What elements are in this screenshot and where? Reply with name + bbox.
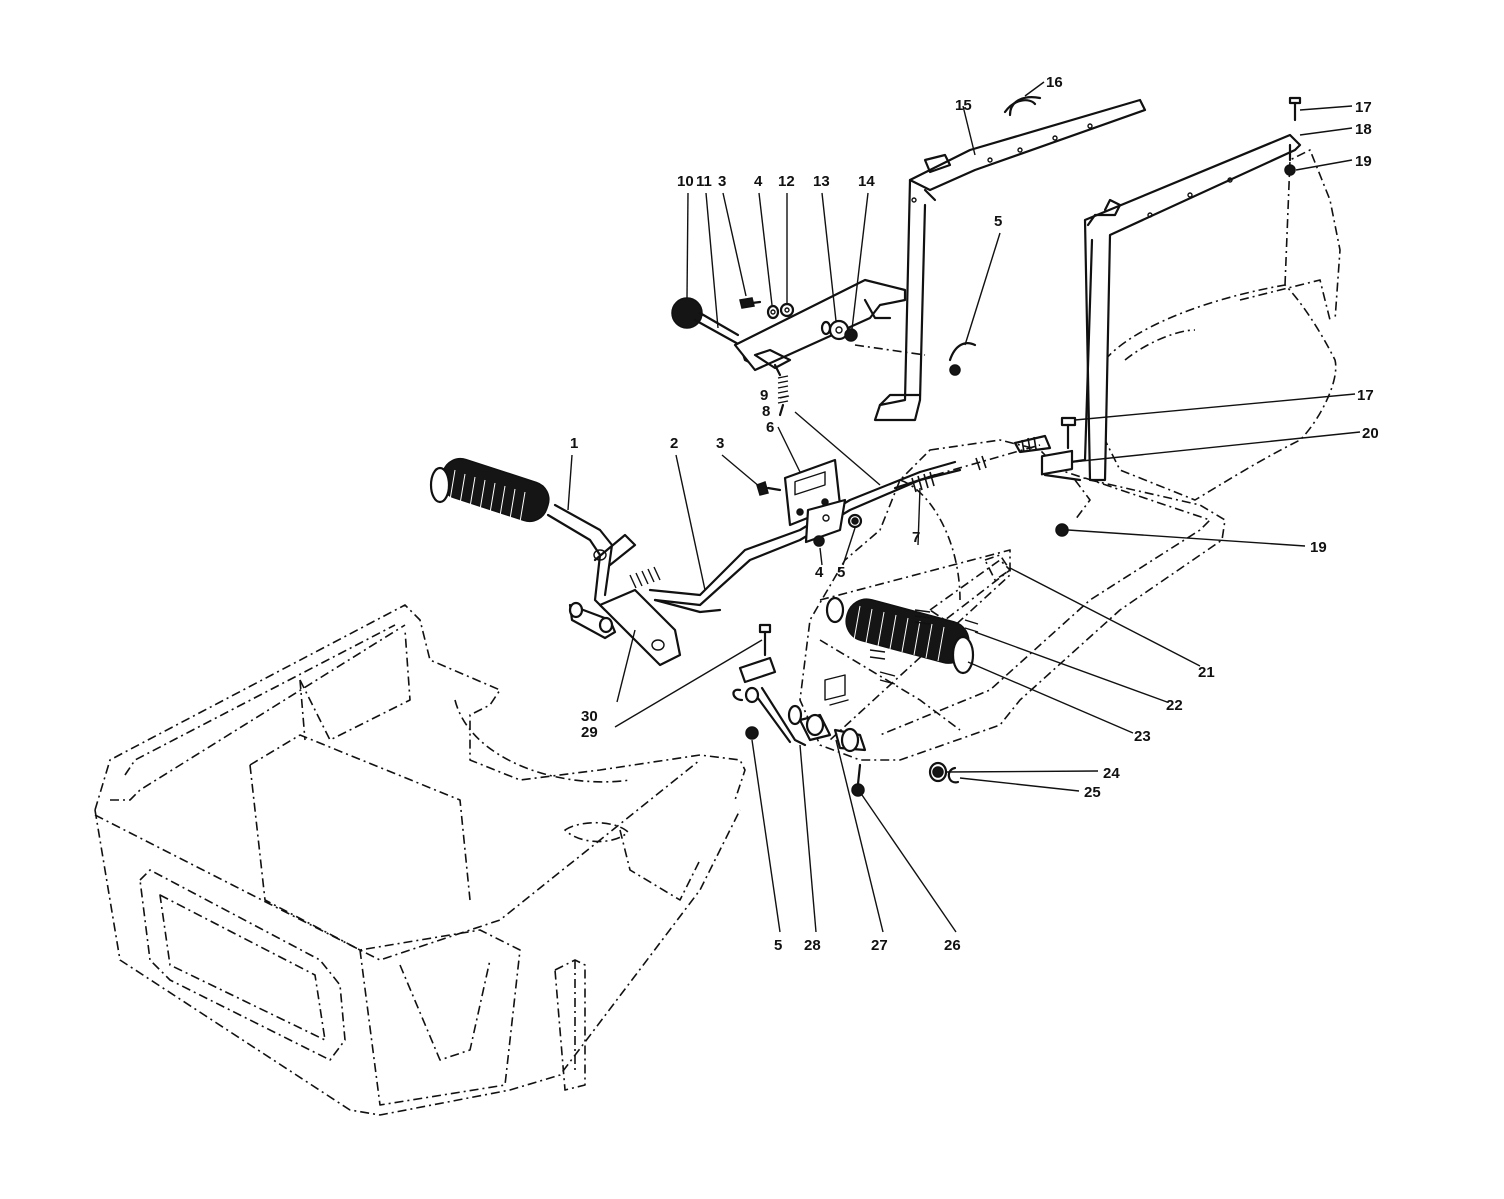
callout-28: 28 — [804, 937, 821, 954]
callout-24: 24 — [1103, 765, 1120, 782]
callout-29: 29 — [581, 724, 598, 741]
callout-25: 25 — [1084, 784, 1101, 801]
leader-lines — [567, 81, 1361, 933]
callout-30: 30 — [581, 708, 598, 725]
knob-10 — [671, 297, 703, 329]
chassis-body — [94, 149, 1341, 1116]
callout-2: 2 — [670, 435, 678, 452]
callout-7: 7 — [912, 529, 920, 546]
callout-22: 22 — [1166, 697, 1183, 714]
callout-16: 16 — [1046, 74, 1063, 91]
control-rod-2 — [568, 460, 962, 667]
callout-6: 6 — [766, 419, 774, 436]
callout-5: 5 — [837, 564, 845, 581]
callout-3: 3 — [716, 435, 724, 452]
callout-14: 14 — [858, 173, 875, 190]
callout-23: 23 — [1134, 728, 1151, 745]
spring-rod — [893, 434, 1052, 493]
callout-1: 1 — [570, 435, 578, 452]
callout-4: 4 — [815, 564, 824, 581]
callout-4: 4 — [754, 173, 763, 190]
callout-12: 12 — [778, 173, 795, 190]
callout-11: 11 — [696, 173, 712, 190]
callout-5: 5 — [994, 213, 1002, 230]
seat-hardware — [1040, 96, 1302, 537]
callout-13: 13 — [813, 173, 830, 190]
callout-17: 17 — [1355, 99, 1372, 116]
callout-labels: 1 2 3 3 4 4 5 5 5 6 7 8 9 10 11 12 13 14… — [570, 74, 1379, 954]
callout-15: 15 — [955, 97, 972, 114]
bracket-plate-6 — [756, 458, 863, 547]
callout-3: 3 — [718, 173, 726, 190]
callout-17: 17 — [1357, 387, 1374, 404]
shift-lever-assembly — [671, 278, 907, 417]
callout-8: 8 — [762, 403, 770, 420]
retaining-ring-16 — [1008, 96, 1042, 117]
callout-27: 27 — [871, 937, 888, 954]
callout-5: 5 — [774, 937, 782, 954]
control-lever-1 — [429, 457, 637, 612]
callout-19: 19 — [1310, 539, 1327, 556]
callout-9: 9 — [760, 387, 768, 404]
callout-19: 19 — [1355, 153, 1372, 170]
callout-21: 21 — [1198, 664, 1215, 681]
seat-support-bracket-15 — [873, 98, 1302, 482]
fasteners-upper — [739, 297, 977, 376]
pedal-assembly — [732, 549, 1011, 797]
callout-18: 18 — [1355, 121, 1372, 138]
callout-26: 26 — [944, 937, 961, 954]
callout-10: 10 — [677, 173, 694, 190]
callout-20: 20 — [1362, 425, 1379, 442]
